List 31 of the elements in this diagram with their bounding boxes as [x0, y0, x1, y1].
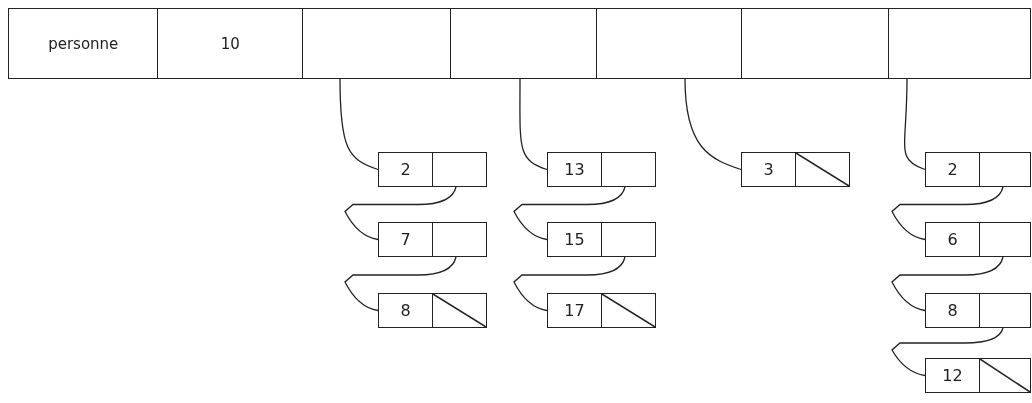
cell-text: personne: [48, 34, 119, 53]
record-value: 12: [941, 365, 964, 387]
list-record: [925, 293, 1031, 328]
record-value: 8: [399, 300, 412, 322]
record-value: 6: [946, 229, 959, 251]
record-value: 2: [946, 159, 959, 181]
table-cell: [450, 8, 598, 79]
list-record: [925, 152, 1031, 187]
list-record: [925, 222, 1031, 257]
table-cell: [596, 8, 743, 79]
record-value: 7: [399, 229, 412, 251]
record-value: 3: [762, 159, 775, 181]
record-value: 17: [563, 300, 586, 322]
table-cell: [741, 8, 890, 79]
list-record: [925, 358, 1031, 393]
cell-text: 10: [220, 34, 240, 53]
table-cell: [8, 8, 159, 79]
list-record: [378, 152, 487, 187]
table-cell: [157, 8, 304, 79]
record-value: 13: [563, 159, 586, 181]
record-value: 15: [563, 229, 586, 251]
list-record: [378, 222, 487, 257]
list-record: [547, 222, 656, 257]
table-cell: [302, 8, 452, 79]
record-value: 8: [946, 300, 959, 322]
list-record: [378, 293, 487, 328]
table-cell: [888, 8, 1031, 79]
list-record: [547, 293, 656, 328]
list-record: [741, 152, 850, 187]
record-value: 2: [399, 159, 412, 181]
list-record: [547, 152, 656, 187]
